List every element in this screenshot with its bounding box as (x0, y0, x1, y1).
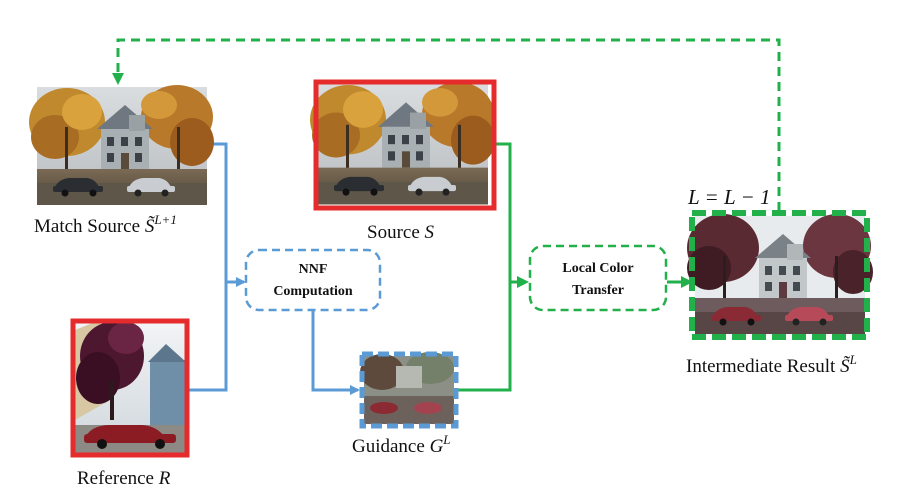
flow-nnf-to-guidance (311, 310, 360, 395)
transfer-box-label-line2: Transfer (572, 283, 624, 298)
source-caption: Source S (367, 222, 435, 243)
source-frame (313, 79, 497, 211)
reference-frame (70, 318, 190, 458)
nnf-box-label-line1: NNF (299, 262, 328, 277)
flow-match-to-nnf (207, 142, 246, 287)
reference-caption: Reference R (77, 468, 171, 489)
flow-source-to-transfer (496, 142, 529, 288)
feedback-loop-arrow (112, 38, 781, 211)
intermediate-result-image (687, 214, 873, 334)
reference-image (75, 320, 186, 453)
loop-label: L = L − 1 (687, 185, 770, 209)
guidance-frame (359, 351, 459, 429)
intermediate-result-caption: Intermediate Result S̃L (686, 352, 857, 377)
intermediate-result-frame (689, 210, 870, 340)
flow-guidance-to-transfer (458, 282, 512, 392)
nnf-box-label-line2: Computation (273, 284, 353, 299)
match-source-image (29, 85, 214, 205)
guidance-caption: Guidance GL (352, 432, 451, 457)
local-color-transfer-box (528, 244, 668, 312)
guidance-image (360, 352, 454, 424)
match-source-caption: Match Source S̃L+1 (34, 212, 177, 237)
nnf-computation-box (244, 248, 382, 312)
transfer-box-label-line1: Local Color (562, 261, 633, 276)
source-image (310, 81, 495, 205)
flow-reference-to-nnf (188, 282, 228, 392)
